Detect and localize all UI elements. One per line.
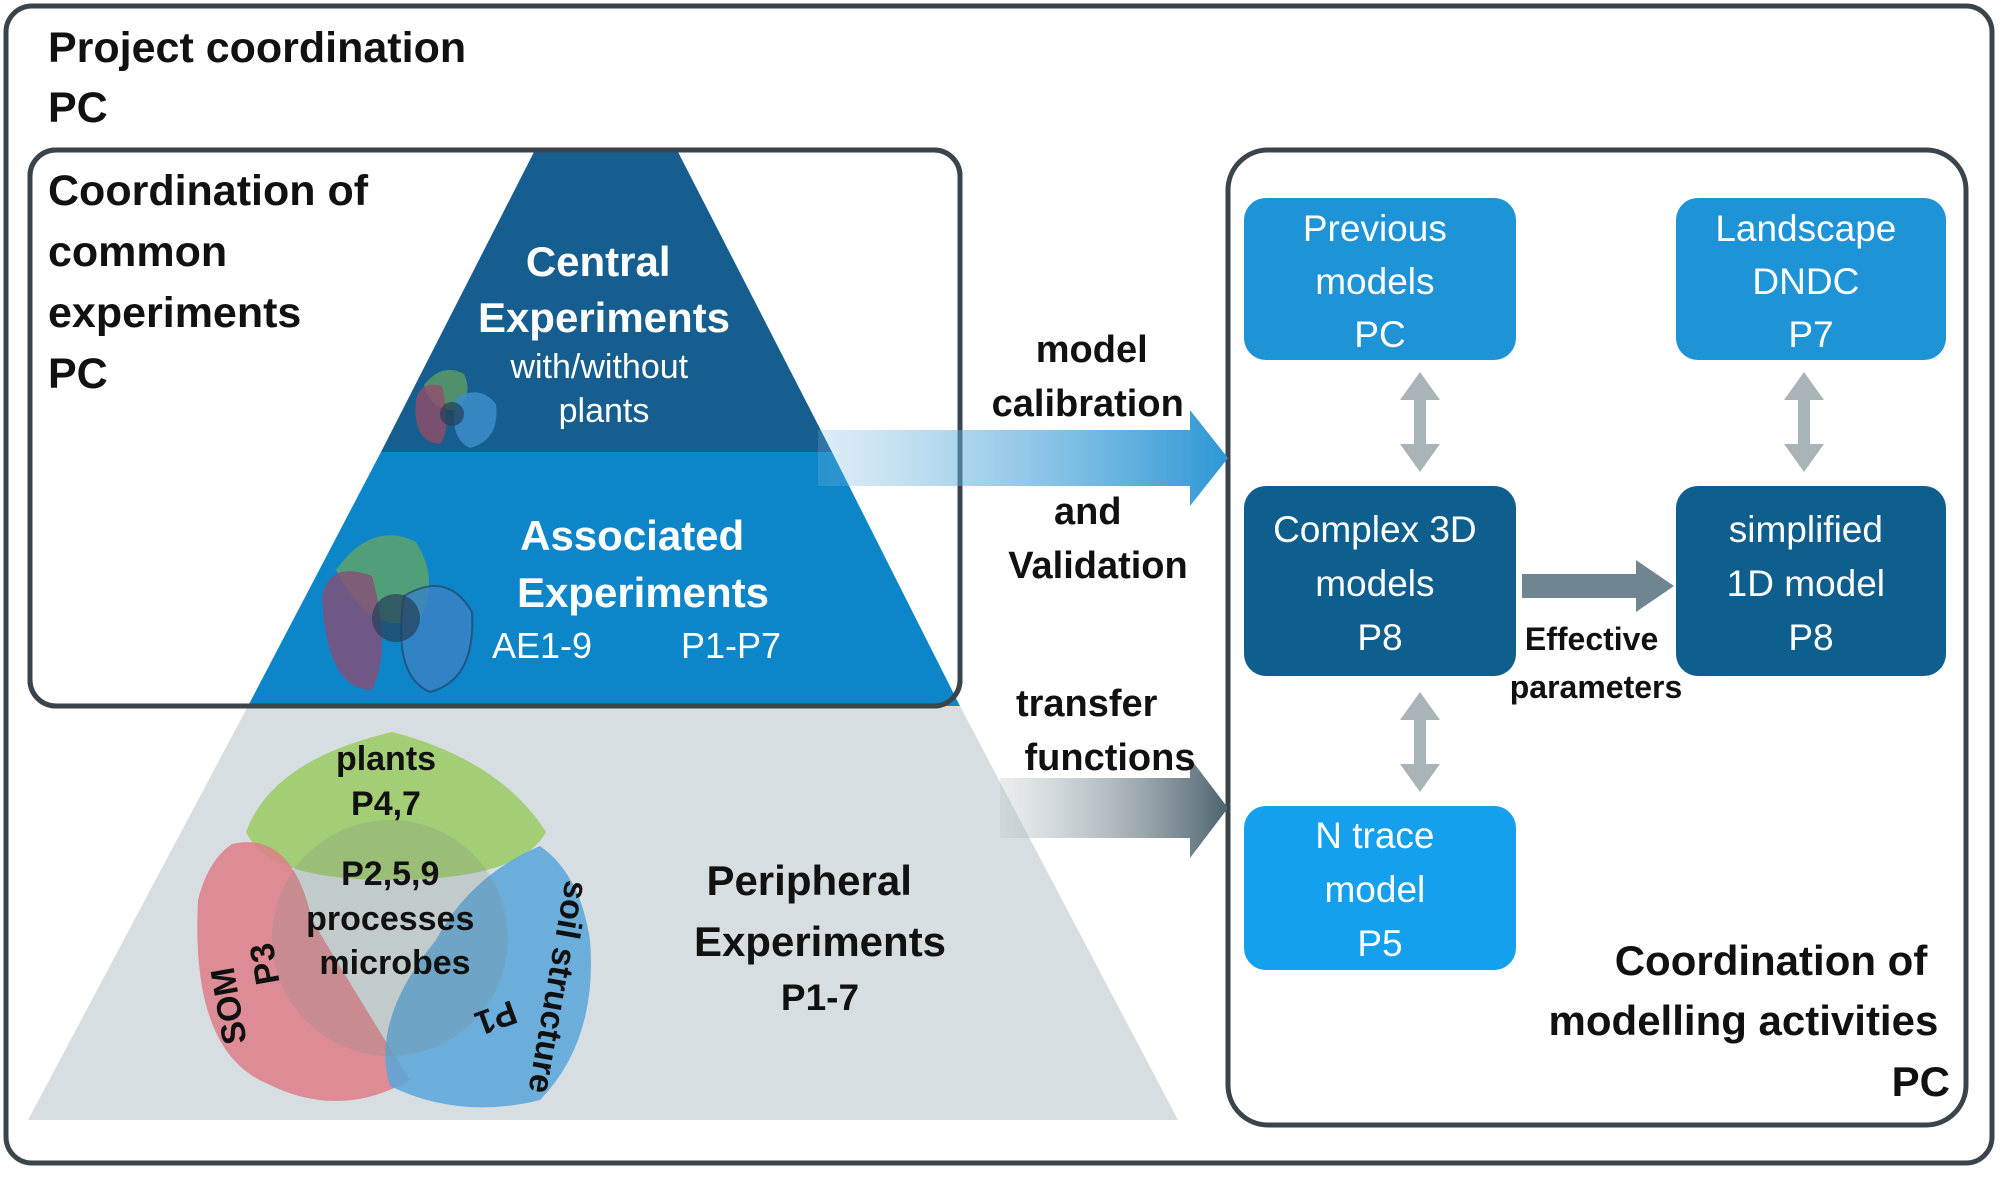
associated-title: Associated Experiments <box>517 512 769 616</box>
transfer-label: transfer functions <box>1016 683 1196 779</box>
venn-soil-lobe <box>385 846 591 1108</box>
associated-code-ae: AE1-9 <box>492 625 592 666</box>
model-box-previous: Previous models PC <box>1244 198 1516 360</box>
svg-text:Complex 3D models: Complex 3D models P8 <box>1273 509 1487 658</box>
central-title: Central Experiments <box>478 238 730 341</box>
peripheral-title: Peripheral Experiments <box>694 857 946 965</box>
model-box-landscape: Landscape DNDC P7 <box>1676 198 1946 360</box>
venn-core <box>272 820 508 1056</box>
outer-title-code: PC <box>48 84 108 132</box>
outer-title: Project coordination <box>48 24 466 72</box>
venn-plants-label: plants <box>336 740 436 778</box>
double-arrow-previous-complex <box>1400 372 1440 472</box>
model-box-n-trace: N trace model P5 <box>1244 806 1516 970</box>
central-subtitle: with/without plants <box>509 348 697 430</box>
modelling-box-label: Coordination of modelling activities PC <box>1549 937 1950 1105</box>
venn-center-labels: P2,5,9 processes microbes <box>306 855 484 982</box>
double-arrow-landscape-simplified <box>1784 372 1824 472</box>
effective-parameters-label: Effective parameters <box>1510 621 1683 705</box>
experiments-box-border <box>27 147 963 709</box>
pyramid-central-layer <box>381 150 832 452</box>
svg-text:N trace model P5: N trace model P5 <box>1315 815 1445 964</box>
venn-plants-code: P4,7 <box>351 785 421 823</box>
peripheral-code: P1-7 <box>781 977 859 1018</box>
associated-venn-icon <box>322 535 474 694</box>
model-box-complex-3d: Complex 3D models P8 <box>1244 486 1516 676</box>
associated-code-p: P1-P7 <box>681 625 781 666</box>
model-box-simplified-1d: simplified 1D model P8 <box>1676 486 1946 676</box>
effective-parameters-arrow <box>1522 560 1674 612</box>
calibration-arrow <box>818 410 1228 506</box>
venn-plants-lobe <box>246 732 546 880</box>
experiments-box-label: Coordination of common experiments PC <box>48 167 380 398</box>
calibration-label: model calibration and Validation <box>992 329 1195 587</box>
svg-text:simplified 1D model: simplified 1D model P8 <box>1727 509 1896 658</box>
central-venn-icon <box>415 369 497 448</box>
svg-text:Previous models PC: Previous models PC <box>1303 208 1457 355</box>
venn-som-lobe <box>197 842 410 1102</box>
svg-text:Landscape DNDC P7: Landscape DNDC P7 <box>1715 208 1906 355</box>
double-arrow-complex-ntrace <box>1400 692 1440 792</box>
peripheral-venn <box>197 732 591 1108</box>
venn-som-code: P3 <box>243 940 288 988</box>
transfer-arrow <box>1000 758 1228 858</box>
